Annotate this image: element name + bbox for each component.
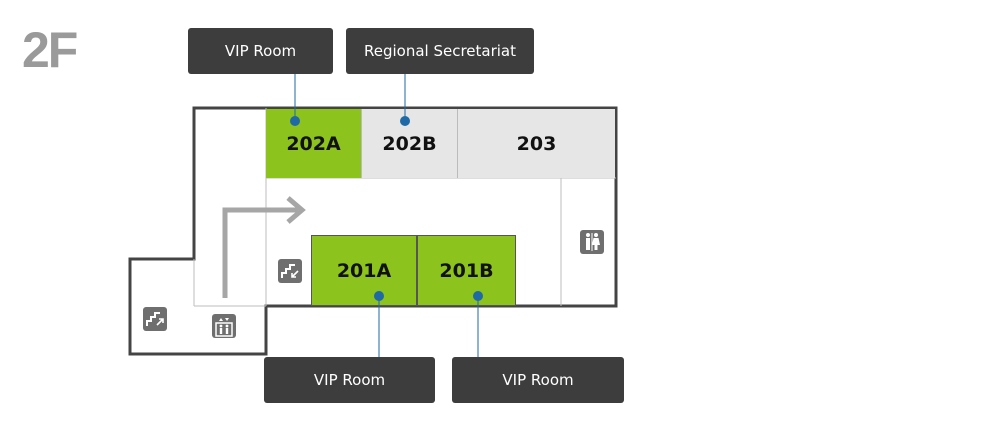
stairs-up-icon xyxy=(143,307,167,331)
room-201a[interactable]: 201A xyxy=(311,235,417,306)
callout-202a[interactable]: VIP Room xyxy=(188,28,333,74)
room-202a[interactable]: 202A xyxy=(266,109,361,178)
room-201b[interactable]: 201B xyxy=(417,235,516,306)
route-arrow-icon xyxy=(222,196,306,298)
room-202b[interactable]: 202B xyxy=(361,109,457,178)
floor-label: 2F xyxy=(22,22,78,78)
elevator-icon xyxy=(212,314,236,338)
stairs-down-icon xyxy=(278,259,302,283)
callout-201a[interactable]: VIP Room xyxy=(264,357,435,403)
callout-201b[interactable]: VIP Room xyxy=(452,357,624,403)
restroom-icon xyxy=(580,230,604,254)
room-203[interactable]: 203 xyxy=(457,109,615,178)
callout-202b[interactable]: Regional Secretariat xyxy=(346,28,534,74)
